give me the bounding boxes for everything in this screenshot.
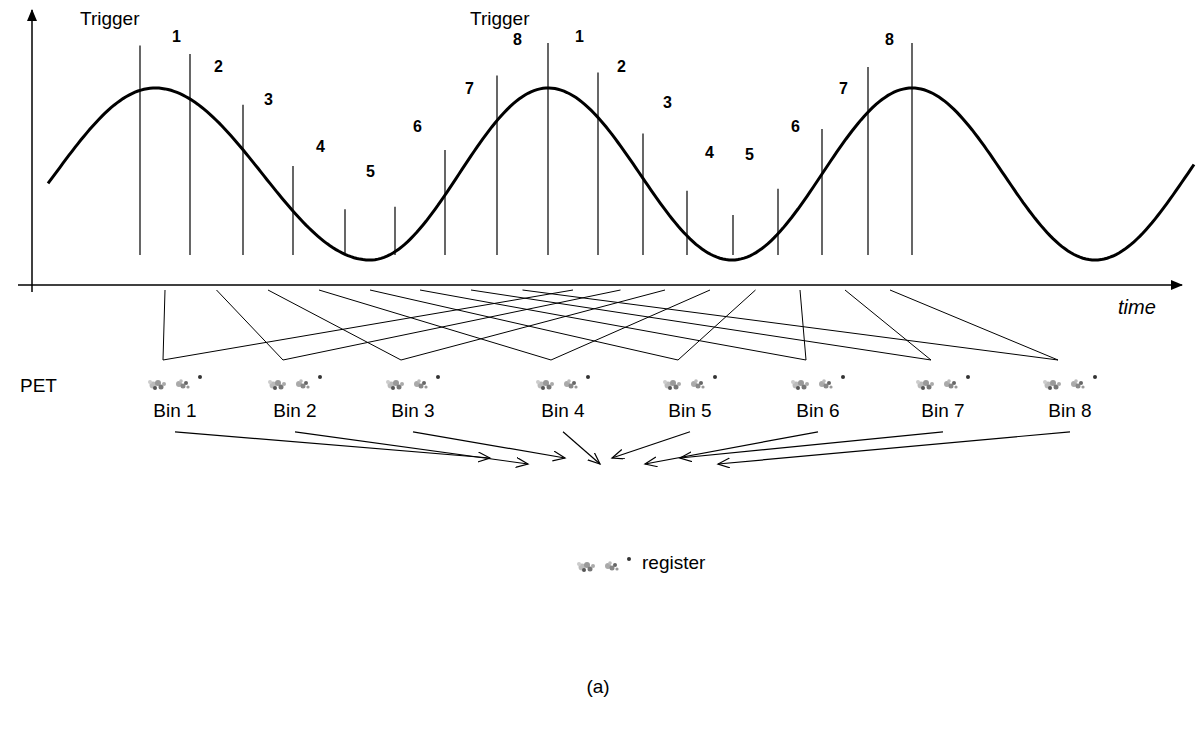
phase-divider: [547, 43, 548, 255]
phase-divider: [139, 45, 140, 255]
phase-divider: [444, 150, 445, 255]
callout-number: 2: [617, 58, 626, 76]
bin-label: Bin 8: [1030, 400, 1110, 422]
registration-arrow: [175, 432, 490, 458]
callout-number: 6: [791, 118, 800, 136]
pet-bin-image: [381, 372, 445, 394]
callout-number: 7: [465, 80, 474, 98]
registration-arrow: [295, 432, 528, 464]
phase-assignment-line: [163, 290, 573, 360]
phase-assignment-line: [217, 290, 284, 360]
phase-divider: [242, 105, 243, 255]
phase-divider: [777, 189, 778, 255]
phase-assignment-line: [890, 290, 1058, 360]
bin-label: Bin 7: [903, 400, 983, 422]
phase-assignment-line: [800, 290, 806, 360]
registration-arrow: [563, 432, 600, 464]
phase-divider: [642, 133, 643, 255]
bin-label: Bin 4: [523, 400, 603, 422]
trigger-label: Trigger: [80, 8, 139, 30]
bin-label: Bin 2: [255, 400, 335, 422]
callout-number: 3: [264, 91, 273, 109]
pet-bin: Bin 5: [650, 372, 730, 432]
pet-bin-image: [263, 372, 327, 394]
pet-bin-image: [658, 372, 722, 394]
phase-divider: [867, 67, 868, 255]
callout-number: 6: [413, 118, 422, 136]
registration-arrow: [413, 432, 565, 458]
time-axis: [18, 284, 1182, 286]
phase-assignment-line: [845, 290, 931, 360]
callout-number: 4: [705, 144, 714, 162]
phase-divider: [686, 191, 687, 255]
callout-number: 2: [214, 58, 223, 76]
y-axis: [31, 10, 33, 292]
pet-bin: Bin 4: [523, 372, 603, 432]
bin-label: Bin 5: [650, 400, 730, 422]
modality-label: PET: [20, 375, 57, 397]
registered-image-picture: [572, 554, 636, 576]
phase-assignment-line: [523, 290, 1059, 360]
pet-bin: Bin 8: [1030, 372, 1110, 432]
phase-divider: [911, 43, 912, 255]
trigger-label: Trigger: [470, 8, 529, 30]
phase-divider: [732, 215, 733, 255]
registered-image: register: [470, 458, 740, 583]
pet-bin: Bin 7: [903, 372, 983, 432]
phase-assignment-line: [678, 290, 756, 360]
phase-divider: [597, 73, 598, 256]
pet-bin: Bin 3: [373, 372, 453, 432]
callout-number: 4: [316, 138, 325, 156]
phase-assignment-line: [420, 290, 806, 360]
bin-label: Bin 3: [373, 400, 453, 422]
pet-bin: Bin 6: [778, 372, 858, 432]
phase-assignment-line: [163, 290, 165, 360]
phase-divider: [821, 129, 822, 255]
pet-bin-image: [911, 372, 975, 394]
phase-divider: [344, 209, 345, 255]
respiratory-curve: [48, 88, 1194, 260]
pet-bin-image: [143, 372, 207, 394]
pet-bin-image: [786, 372, 850, 394]
phase-divider: [292, 166, 293, 255]
figure-caption: (a): [586, 676, 609, 698]
callout-number: 1: [172, 28, 181, 46]
phase-assignment-line: [319, 290, 551, 360]
callout-number: 5: [745, 146, 754, 164]
registration-arrow: [718, 432, 1070, 464]
registration-arrow: [645, 432, 818, 464]
phase-divider: [189, 54, 190, 255]
phase-assignment-line: [471, 290, 931, 360]
callout-number: 8: [885, 31, 894, 49]
axis-label: time: [1118, 296, 1156, 319]
phase-assignment-line: [370, 290, 678, 360]
phase-assignment-line: [268, 290, 401, 360]
pet-bin-image: [1038, 372, 1102, 394]
callout-number: 8: [513, 31, 522, 49]
callout-number: 5: [366, 163, 375, 181]
registration-arrow: [680, 432, 943, 458]
phase-divider: [394, 207, 395, 255]
registration-arrow: [612, 432, 690, 458]
pet-bin: Bin 2: [255, 372, 335, 432]
phase-divider: [496, 76, 497, 256]
bin-label: Bin 6: [778, 400, 858, 422]
callout-number: 1: [575, 28, 584, 46]
phase-assignment-line: [401, 290, 665, 360]
callout-number: 3: [663, 94, 672, 112]
register-label: register: [642, 552, 705, 574]
bin-label: Bin 1: [135, 400, 215, 422]
pet-bin: Bin 1: [135, 372, 215, 432]
pet-bin-image: [531, 372, 595, 394]
callout-number: 7: [839, 80, 848, 98]
